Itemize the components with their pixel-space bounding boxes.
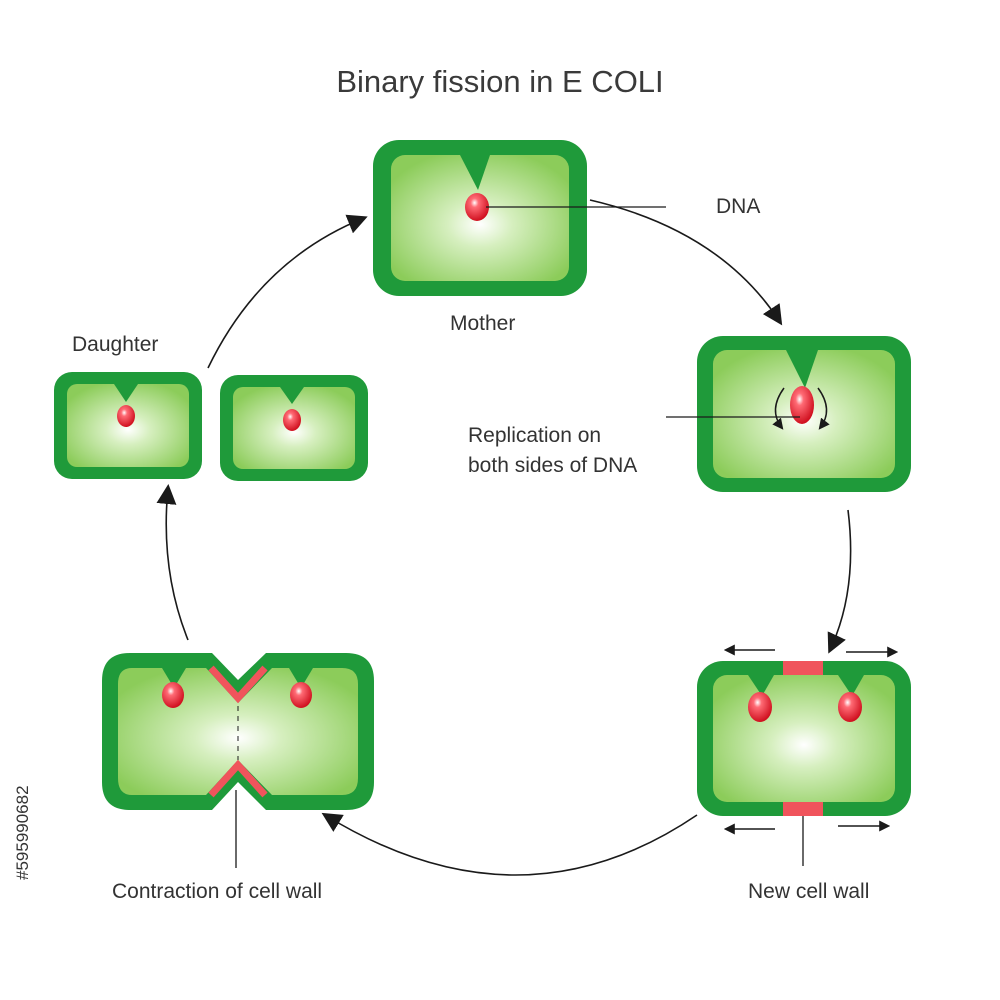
contraction-label: Contraction of cell wall: [112, 880, 322, 903]
arrow-mother-to-replication: [589, 199, 783, 326]
elongation-arrows: [723, 644, 899, 835]
replication-label-line1: Replication on: [468, 424, 601, 447]
dna-label: DNA: [716, 195, 760, 218]
replication-arrow-right: [817, 387, 830, 430]
arrow-contraction-to-daughter: [156, 484, 189, 641]
mother-cell: [373, 140, 587, 296]
arrow-daughter-to-mother: [207, 214, 368, 369]
contraction-cell: [102, 653, 374, 810]
replication-label-line2: both sides of DNA: [468, 454, 637, 477]
dna-icon: [465, 193, 489, 221]
daughter-cell-right: [220, 375, 368, 481]
dna-icon: [838, 692, 862, 722]
new-cell-wall-label: New cell wall: [748, 880, 869, 903]
dna-icon: [283, 409, 301, 431]
replication-cell: [697, 336, 911, 492]
daughter-cell-left: [54, 372, 202, 479]
replication-arrow-left: [772, 387, 785, 430]
diagram-title: Binary fission in E COLI: [336, 64, 663, 99]
contraction-wall-top: [208, 665, 268, 704]
mother-label: Mother: [450, 312, 515, 335]
new-wall-top: [783, 661, 823, 675]
new-cell-wall-cell: [697, 661, 911, 816]
dna-icon: [117, 405, 135, 427]
dna-icon: [290, 682, 312, 708]
new-wall-bottom: [783, 802, 823, 816]
cycle-arrows: [156, 199, 852, 876]
arrow-new-wall-to-contraction: [321, 812, 698, 876]
dna-icon: [748, 692, 772, 722]
dna-icon: [790, 386, 814, 424]
dna-icon: [162, 682, 184, 708]
contraction-wall-bottom: [208, 759, 268, 798]
stock-id-text: #595990682: [13, 785, 32, 880]
arrow-replication-to-new-wall: [827, 509, 852, 654]
daughter-label: Daughter: [72, 333, 158, 356]
